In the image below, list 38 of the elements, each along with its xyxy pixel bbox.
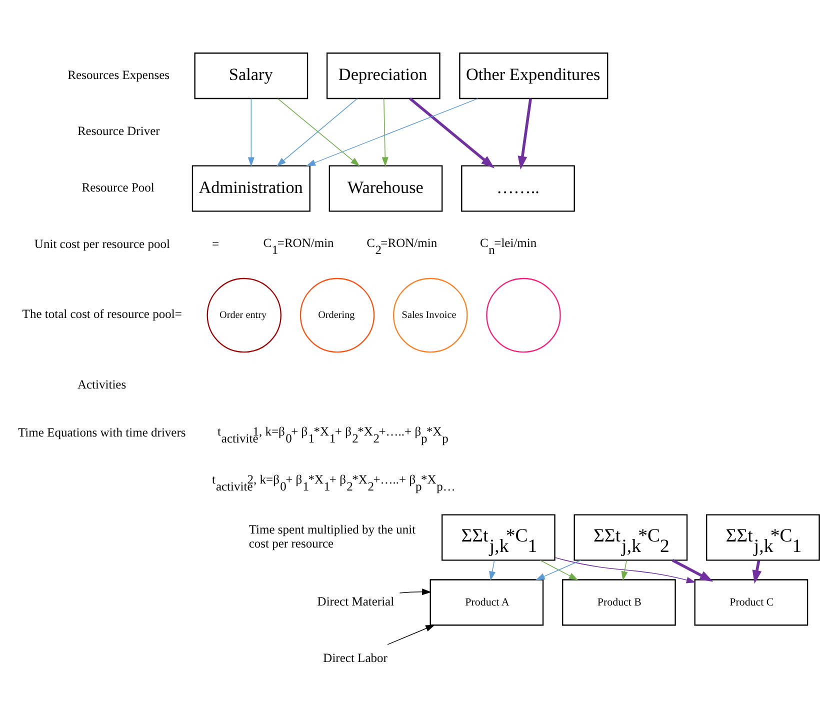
node-circle: Order entry — [206, 278, 282, 353]
label: Resources Expenses — [68, 68, 170, 82]
node-circle: Ordering — [300, 278, 375, 353]
arrow — [248, 98, 254, 167]
node-text: Direct Material — [317, 594, 394, 608]
label: Unit cost per resource pool — [34, 236, 170, 251]
arrow — [489, 560, 496, 581]
arrow — [382, 98, 388, 167]
arrow — [752, 560, 762, 584]
arrow — [518, 98, 532, 170]
node-box: Other Expenditures — [459, 52, 608, 100]
arrow — [387, 624, 436, 645]
label: Resource Pool — [82, 180, 154, 194]
node-box: Product C — [694, 579, 808, 626]
node-box: Product A — [430, 579, 544, 626]
arrow — [621, 560, 628, 581]
node-circle — [486, 278, 561, 353]
node-box: …….. — [461, 165, 575, 212]
node-box: Warehouse — [328, 165, 443, 212]
label: Time Equations with time drivers — [18, 425, 186, 440]
label: Time spent multiplied by the unit cost per resource — [248, 522, 416, 551]
label: The total cost of resource pool= — [22, 307, 182, 322]
label: Resource Driver — [77, 124, 160, 138]
arrow — [306, 98, 478, 166]
node-box: Depreciation — [326, 52, 440, 100]
arrow — [554, 557, 696, 584]
node-text: Direct Labor — [323, 650, 388, 665]
arrow — [399, 588, 432, 596]
node-box: Product B — [562, 579, 676, 626]
arrow — [540, 560, 578, 580]
label: Activities — [77, 378, 126, 392]
label: = — [212, 236, 220, 251]
node-box: Salary — [194, 52, 308, 100]
arrow — [409, 97, 495, 168]
node-box: Administration — [192, 165, 310, 212]
arrow — [672, 559, 714, 582]
node-circle: Sales Invoice — [393, 278, 468, 353]
arrow — [535, 560, 582, 580]
